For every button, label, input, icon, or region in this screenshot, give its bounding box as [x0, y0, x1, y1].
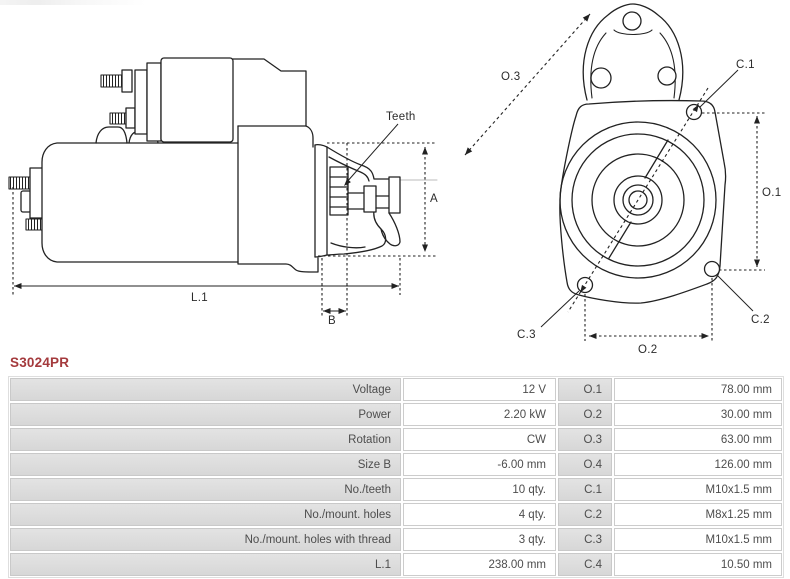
spec-value-cell: CW	[403, 428, 556, 451]
dim-label-c2: C.2	[751, 314, 770, 326]
spec-value-cell: 238.00 mm	[403, 553, 556, 576]
front-view-dimensions	[464, 13, 765, 341]
pinion-gear	[329, 166, 349, 216]
table-row: Power 2.20 kW O.2 30.00 mm	[10, 403, 782, 426]
dim-label-c1: C.1	[736, 59, 755, 71]
dim-label-c3: C.3	[517, 329, 536, 341]
spec-label-cell: Size B	[10, 453, 401, 476]
spec-label-cell: No./teeth	[10, 478, 401, 501]
dim-value-cell: 10.50 mm	[614, 553, 782, 576]
spec-value-cell: 4 qty.	[403, 503, 556, 526]
bell-hole-top	[622, 11, 642, 31]
solenoid	[134, 57, 234, 143]
table-row: No./mount. holes with thread 3 qty. C.3 …	[10, 528, 782, 551]
teeth-label: Teeth	[386, 111, 416, 123]
dim-label-cell: O.2	[558, 403, 612, 426]
dim-value-cell: 30.00 mm	[614, 403, 782, 426]
dim-label-cell: O.1	[558, 378, 612, 401]
bell-hole-right	[657, 66, 677, 86]
teeth-leader-arrow	[344, 178, 351, 186]
c2-leader-line	[717, 275, 754, 312]
drive-end-bell	[326, 146, 438, 256]
dim-value-cell: 63.00 mm	[614, 428, 782, 451]
flange-face	[314, 143, 328, 258]
spec-value-cell: 12 V	[403, 378, 556, 401]
dim-label-o1: O.1	[762, 187, 781, 199]
dim-label-cell: C.4	[558, 553, 612, 576]
table-row: No./teeth 10 qty. C.1 M10x1.5 mm	[10, 478, 782, 501]
starter-motor-diagram: Teeth A L.1 B	[8, 3, 781, 356]
mounting-flange	[559, 99, 727, 304]
dim-label-o3: O.3	[501, 71, 520, 83]
dim-label-cell: O.4	[558, 453, 612, 476]
spec-label-cell: Voltage	[10, 378, 401, 401]
c1-leader-line	[699, 69, 739, 108]
dim-value-cell: M10x1.5 mm	[614, 528, 782, 551]
spec-value-cell: 3 qty.	[403, 528, 556, 551]
dim-label-b: B	[328, 315, 336, 327]
table-row: No./mount. holes 4 qty. C.2 M8x1.25 mm	[10, 503, 782, 526]
shaft-nose	[388, 176, 401, 214]
spec-value-cell: -6.00 mm	[403, 453, 556, 476]
shaft-collar	[363, 185, 377, 213]
dim-label-cell: O.3	[558, 428, 612, 451]
dim-label-o2: O.2	[638, 344, 657, 356]
mount-hole-c1	[685, 103, 703, 121]
c3-leader-line	[540, 290, 580, 328]
dim-label-cell: C.2	[558, 503, 612, 526]
dim-line-o3	[464, 13, 591, 156]
mount-hole-c3	[576, 276, 594, 294]
screenshot-artifact	[0, 0, 146, 5]
bell-housing-top	[582, 3, 684, 101]
solenoid-foot	[95, 126, 128, 144]
housing-rib	[608, 221, 632, 259]
side-view-diagram	[8, 57, 438, 273]
table-row: Voltage 12 V O.1 78.00 mm	[10, 378, 782, 401]
shaft-hub	[613, 175, 663, 225]
spec-label-cell: Rotation	[10, 428, 401, 451]
spec-value-cell: 2.20 kW	[403, 403, 556, 426]
spec-table: Voltage 12 V O.1 78.00 mm Power 2.20 kW …	[8, 376, 784, 578]
drive-end-yoke	[232, 58, 319, 273]
part-number: S3024PR	[10, 355, 70, 370]
teeth-leader-line	[345, 123, 399, 184]
shaft-center-hole	[628, 190, 648, 210]
mount-hole-c2	[703, 260, 721, 278]
spec-label-cell: No./mount. holes	[10, 503, 401, 526]
table-row: L.1 238.00 mm C.4 10.50 mm	[10, 553, 782, 576]
gear-housing-circles	[559, 121, 717, 279]
dim-label-l1: L.1	[191, 292, 208, 304]
spec-value-cell: 10 qty.	[403, 478, 556, 501]
dim-label-cell: C.3	[558, 528, 612, 551]
bell-hole-left	[590, 67, 612, 89]
spec-label-cell: L.1	[10, 553, 401, 576]
table-row: Size B -6.00 mm O.4 126.00 mm	[10, 453, 782, 476]
front-view-diagram	[559, 3, 727, 304]
spec-label-cell: Power	[10, 403, 401, 426]
table-row: Rotation CW O.3 63.00 mm	[10, 428, 782, 451]
housing-rib	[644, 139, 669, 179]
side-view-dimensions	[12, 123, 437, 316]
dim-value-cell: 126.00 mm	[614, 453, 782, 476]
solenoid-terminals	[100, 69, 136, 129]
dim-value-cell: M8x1.25 mm	[614, 503, 782, 526]
dim-label-a: A	[430, 193, 438, 205]
dim-value-cell: 78.00 mm	[614, 378, 782, 401]
rear-terminal-studs	[8, 167, 45, 231]
motor-body	[41, 142, 239, 263]
dim-label-cell: C.1	[558, 478, 612, 501]
dim-value-cell: M10x1.5 mm	[614, 478, 782, 501]
spec-label-cell: No./mount. holes with thread	[10, 528, 401, 551]
hole-diagonal-line	[567, 87, 709, 313]
